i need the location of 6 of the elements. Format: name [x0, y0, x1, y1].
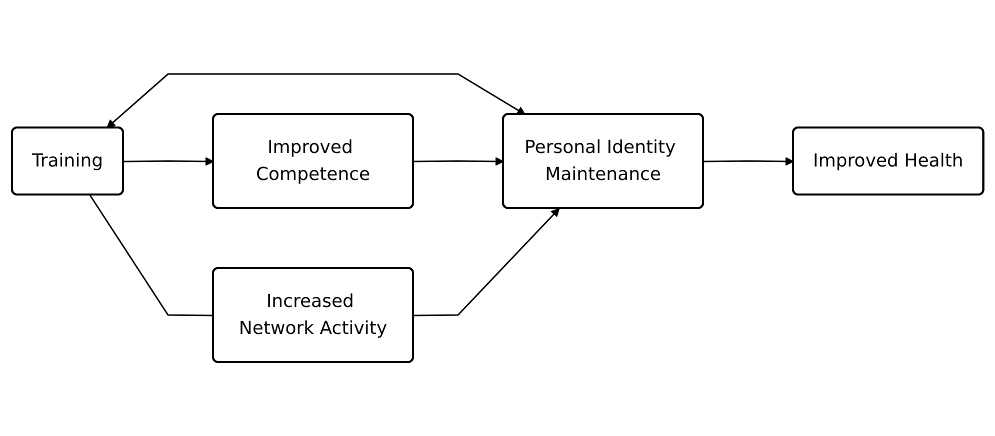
arrow — [123, 157, 214, 166]
arrow — [413, 157, 504, 166]
connector — [89, 194, 214, 316]
arrow — [703, 157, 794, 166]
arrow — [106, 73, 526, 128]
arrow — [413, 208, 560, 316]
